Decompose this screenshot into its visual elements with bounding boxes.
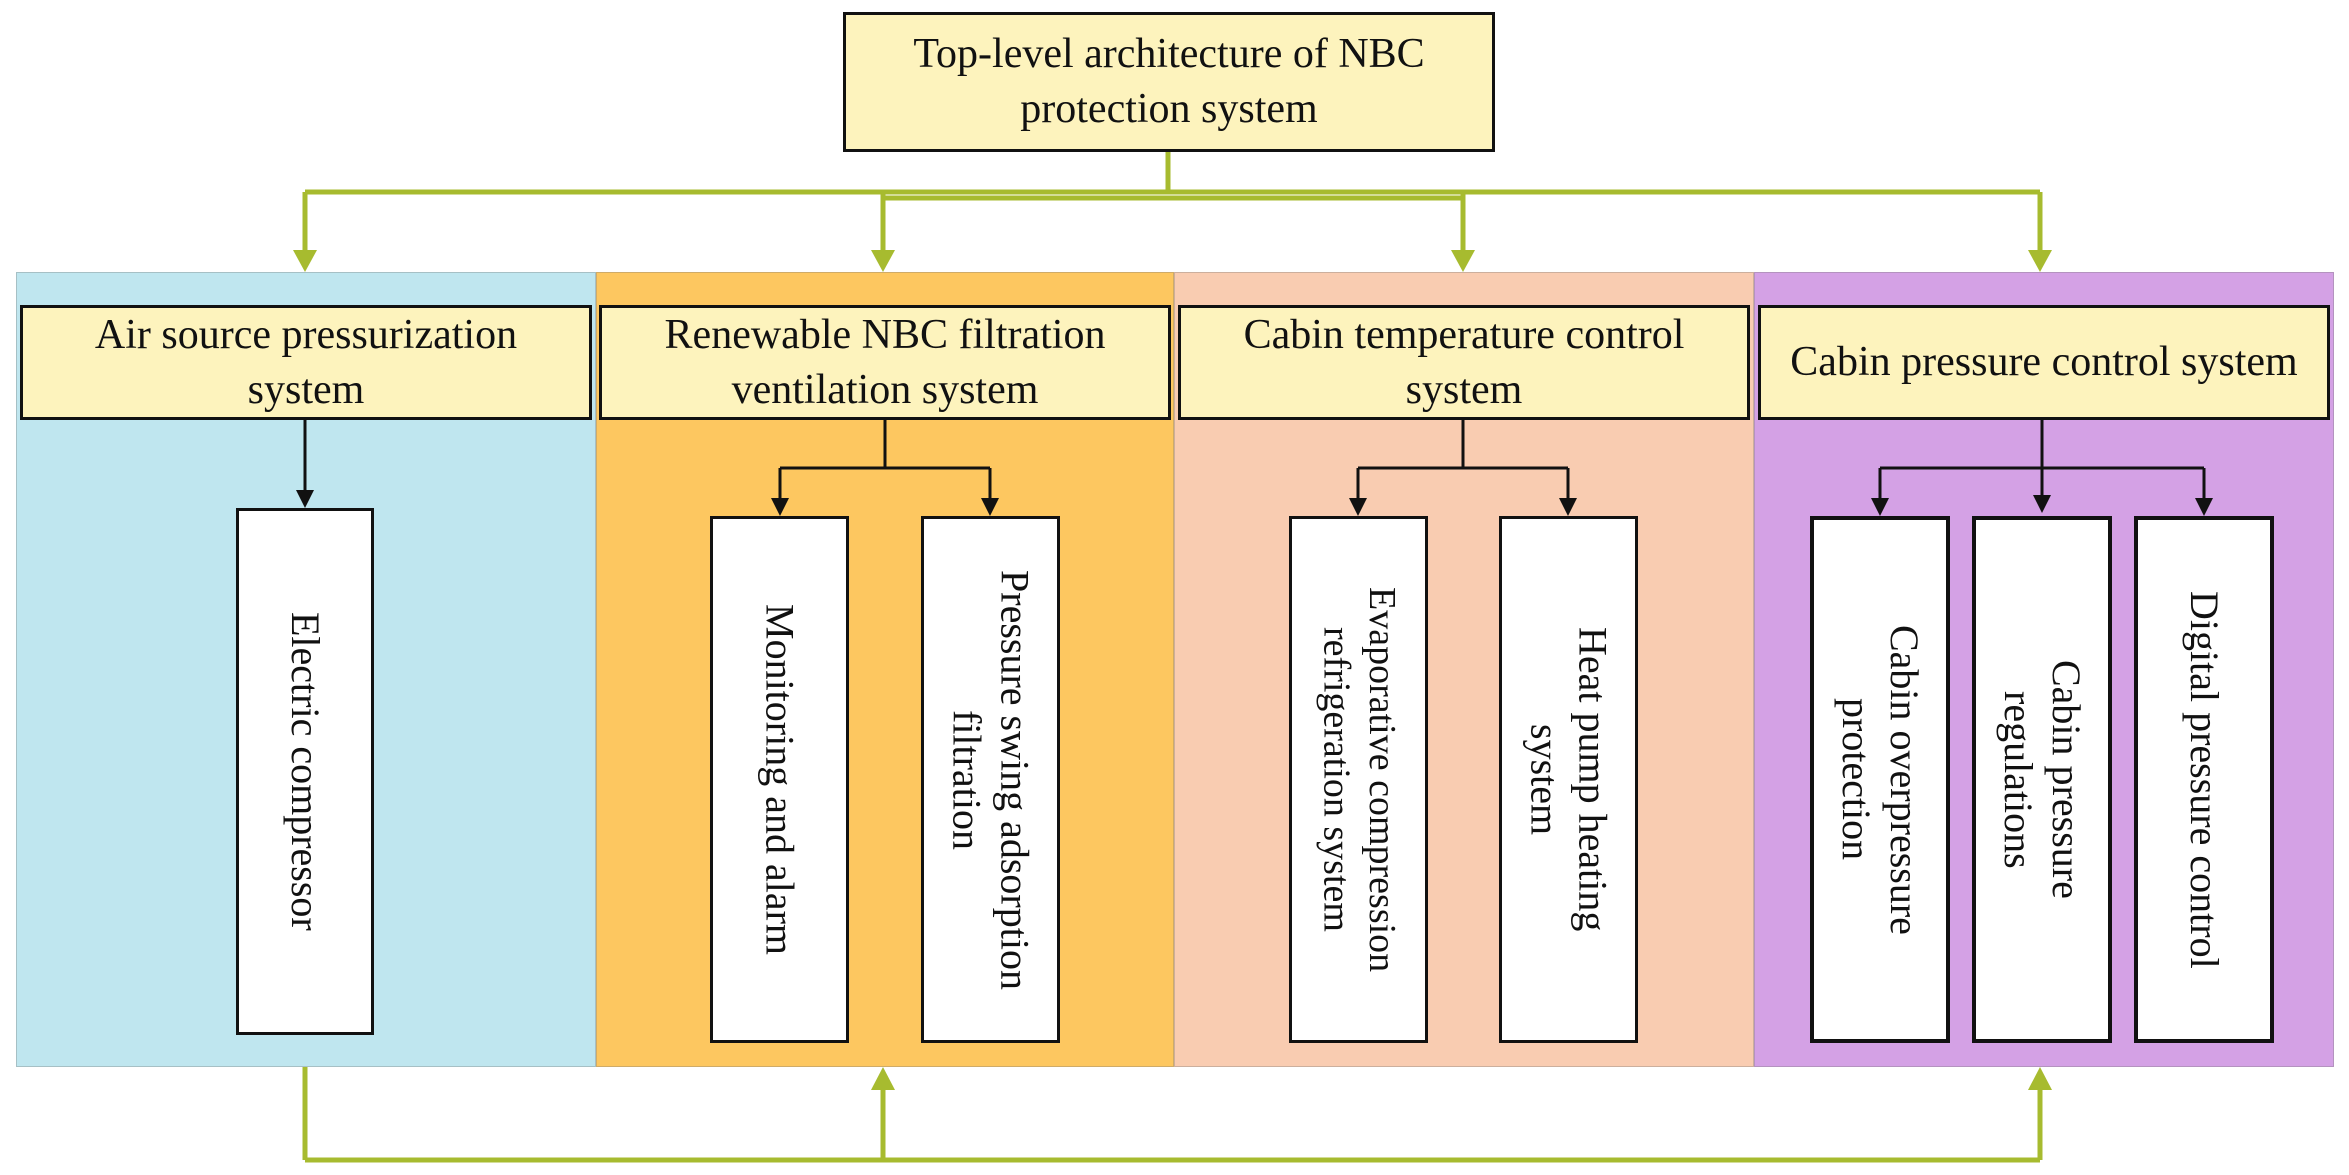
component-digital-pressure-label: Digital pressure control [2182, 590, 2227, 969]
top-architecture-box: Top-level architecture of NBC protection… [843, 12, 1495, 152]
header-pressure-label: Cabin pressure control system [1790, 339, 2298, 386]
component-cabin-overpressure-label: Cabin overpressure protection [1834, 624, 1927, 935]
component-heat-pump-label: Heat pump heating system [1522, 627, 1616, 932]
component-evaporative-compression: Evaporative compression refrigeration sy… [1289, 516, 1428, 1043]
header-filtration-label: Renewable NBC filtration ventilation sys… [664, 311, 1106, 413]
component-cabin-regulations-label: Cabin pressure regulations [1996, 660, 2089, 899]
header-air-source-label: Air source pressurization system [94, 311, 518, 413]
component-cabin-regulations: Cabin pressure regulations [1972, 516, 2112, 1043]
component-pressure-swing-label: Pressure swing adsorption filtration [944, 569, 1038, 990]
header-temperature: Cabin temperature control system [1178, 305, 1750, 420]
header-temperature-label: Cabin temperature control system [1243, 311, 1685, 413]
component-cabin-overpressure: Cabin overpressure protection [1810, 516, 1950, 1043]
component-heat-pump: Heat pump heating system [1499, 516, 1638, 1043]
component-monitoring-alarm: Monitoring and alarm [710, 516, 849, 1043]
component-pressure-swing: Pressure swing adsorption filtration [921, 516, 1060, 1043]
green-top-arrowheads [293, 250, 2052, 272]
component-electric-compressor: Electric compressor [236, 508, 374, 1035]
component-digital-pressure: Digital pressure control [2134, 516, 2274, 1043]
header-air-source: Air source pressurization system [20, 305, 592, 420]
green-top-connectors [302, 150, 2043, 250]
header-pressure: Cabin pressure control system [1758, 305, 2330, 420]
component-evaporative-compression-label: Evaporative compression refrigeration sy… [1315, 586, 1404, 973]
top-architecture-title: Top-level architecture of NBC protection… [913, 31, 1425, 132]
header-filtration: Renewable NBC filtration ventilation sys… [599, 305, 1171, 420]
green-bottom-connectors [302, 1067, 2043, 1163]
component-monitoring-alarm-label: Monitoring and alarm [757, 603, 803, 956]
green-bottom-arrowheads [871, 1067, 2052, 1090]
component-electric-compressor-label: Electric compressor [283, 612, 328, 931]
